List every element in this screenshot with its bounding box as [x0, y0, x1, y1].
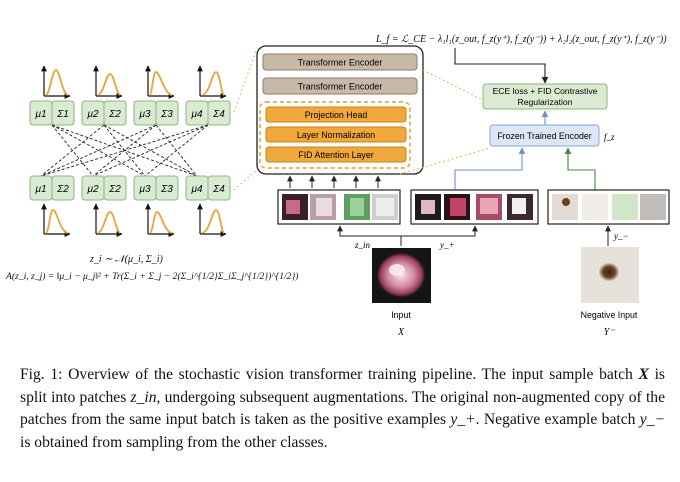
svg-text:Transformer Encoder: Transformer Encoder: [298, 82, 383, 92]
svg-text:Σ1: Σ1: [56, 109, 69, 120]
negative-to-frozen-arrow: [564, 147, 596, 191]
negative-input-image: [581, 247, 639, 303]
svg-text:Transformer Encoder: Transformer Encoder: [298, 58, 383, 68]
positive-to-frozen-arrow: [454, 147, 526, 191]
svg-text:μ4: μ4: [190, 109, 202, 120]
input-label: Input: [391, 310, 411, 320]
svg-text:μ1: μ1: [34, 184, 46, 195]
gaussian-bottom-curves: [41, 203, 227, 237]
ece-loss-box: ECE loss + FID Contrastive Regularizatio…: [482, 83, 608, 110]
patch-to-encoder-arrows: [287, 175, 381, 188]
y-plus-label: y_+: [439, 240, 455, 250]
encoder-stack: Transformer Encoder Transformer Encoder …: [256, 45, 424, 175]
svg-text:f_z: f_z: [604, 132, 615, 142]
node-top-1: μ1 Σ1: [29, 100, 75, 126]
frozen-encoder-box: Frozen Trained Encoder f_z: [489, 124, 615, 147]
node-top-4: μ4 Σ4: [185, 100, 231, 126]
svg-text:Layer Normalization: Layer Normalization: [297, 130, 375, 140]
svg-text:FID Attention Layer: FID Attention Layer: [298, 150, 373, 160]
node-top-3: μ3 Σ3: [133, 100, 179, 126]
svg-text:μ4: μ4: [190, 184, 202, 195]
transformer-encoder-1: [262, 53, 418, 71]
caption-zin: z_in: [130, 388, 157, 406]
input-to-zin-arrow: [337, 225, 402, 246]
caption-part-4: . Negative example batch: [475, 411, 640, 428]
encoder-to-loss-dotted: [422, 69, 484, 101]
caption-part-5: is obtained from sampling from the other…: [20, 433, 328, 451]
svg-text:μ2: μ2: [86, 109, 98, 120]
caption-yminus: y_−: [639, 411, 665, 428]
svg-text:Σ4: Σ4: [212, 184, 225, 195]
svg-text:μ3: μ3: [138, 184, 150, 195]
node-bottom-3: μ3 Σ3: [133, 175, 179, 201]
caption-x: X: [638, 366, 649, 383]
patches-y-minus: [547, 189, 670, 225]
input-var: X: [397, 327, 405, 338]
distribution-formula: z_i ∼ 𝒩(μ_i, Σ_i): [89, 254, 163, 265]
caption-part-2: is split into patches: [20, 366, 665, 406]
patches-z-in: [277, 189, 401, 225]
svg-text:Σ2: Σ2: [108, 184, 121, 195]
z-in-label: z_in: [354, 240, 371, 250]
svg-text:Σ2: Σ2: [108, 109, 121, 120]
caption-part-3: , undergoing subsequent augmentations. T…: [20, 388, 665, 429]
gaussian-top-curves: [41, 65, 227, 99]
patches-y-plus: [410, 189, 539, 225]
negative-label: Negative Input: [581, 310, 638, 320]
attention-connections: [40, 124, 209, 177]
figure-caption: Fig. 1: Overview of the stochastic visio…: [20, 364, 665, 454]
attention-distance-formula: A(z_i, z_j) = ‖μ_i − μ_j‖² + Tr(Σ_i + Σ_…: [5, 271, 298, 282]
svg-text:Σ3: Σ3: [160, 109, 173, 120]
layer-normalization: [265, 126, 407, 143]
svg-text:Frozen Trained Encoder: Frozen Trained Encoder: [497, 131, 591, 141]
projection-head: [265, 106, 407, 123]
gaussian-bottom-nodes: μ1 Σ2 μ2 Σ2 μ3 Σ3 μ4 Σ4: [29, 175, 231, 201]
svg-text:Projection Head: Projection Head: [305, 110, 368, 120]
caption-part-1: Fig. 1: Overview of the stochastic visio…: [20, 366, 639, 383]
svg-text:Σ4: Σ4: [212, 109, 225, 120]
svg-text:μ1: μ1: [34, 109, 46, 120]
input-to-yplus-arrow: [401, 225, 478, 237]
y-minus-label: y_−: [613, 231, 629, 241]
node-top-2: μ2 Σ2: [81, 100, 127, 126]
transformer-encoder-2: [262, 77, 418, 95]
svg-text:Σ3: Σ3: [160, 184, 173, 195]
loss-formula: L_f = ℒ_CE − λ₁l₁(z_out, f_z(y⁺), f_z(y⁻…: [375, 34, 667, 45]
svg-text:ECE loss + FID Contrastive: ECE loss + FID Contrastive: [493, 86, 598, 96]
node-bottom-1: μ1 Σ2: [29, 175, 75, 201]
guide-dots: [233, 47, 258, 191]
node-bottom-4: μ4 Σ4: [185, 175, 231, 201]
input-image: [372, 248, 431, 303]
svg-text:Σ2: Σ2: [56, 184, 69, 195]
svg-text:μ3: μ3: [138, 109, 150, 120]
svg-text:μ2: μ2: [86, 184, 98, 195]
fid-attention-layer: [265, 146, 407, 163]
caption-yplus: y_+: [450, 411, 476, 428]
svg-text:Regularization: Regularization: [518, 97, 573, 107]
pipeline-figure: L_f = ℒ_CE − λ₁l₁(z_out, f_z(y⁺), f_z(y⁻…: [5, 34, 670, 338]
node-bottom-2: μ2 Σ2: [81, 175, 127, 201]
gaussian-top-nodes: μ1 Σ1 μ2 Σ2 μ3 Σ3 μ4 Σ4: [29, 100, 231, 126]
loss-arrow: [454, 48, 549, 84]
negative-var: Y⁻: [604, 327, 616, 338]
